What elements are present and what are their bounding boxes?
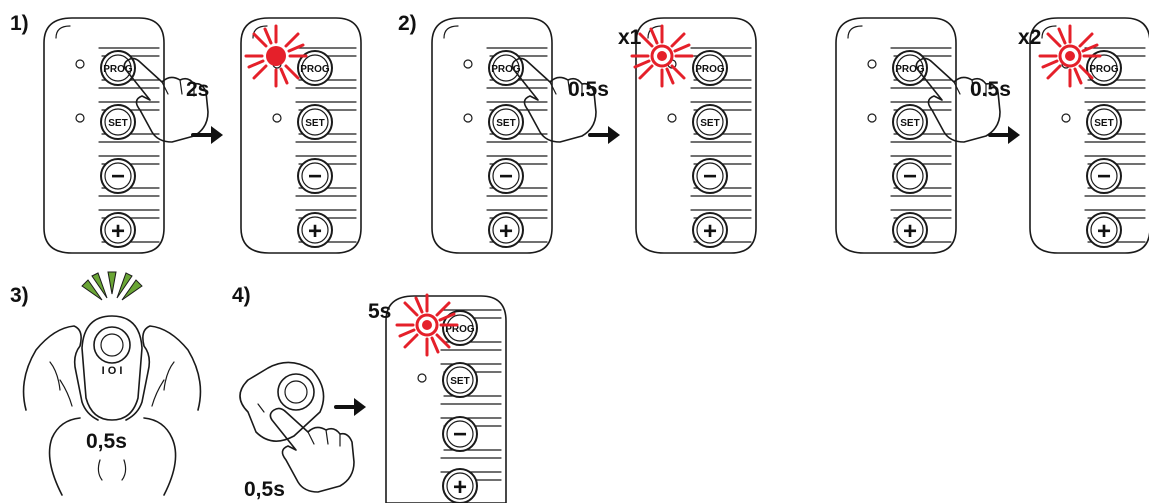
prog-button: PROG: [491, 64, 521, 75]
led-blink-icon: [395, 293, 459, 357]
arrow-right-icon: [588, 124, 622, 146]
set-button: SET: [305, 118, 324, 129]
minus-button: −: [703, 163, 717, 190]
arrow-right-icon: [191, 124, 225, 146]
minus-button: −: [1097, 163, 1111, 190]
prog-button: PROG: [1089, 64, 1119, 75]
minus-button: −: [111, 163, 125, 190]
minus-button: −: [499, 163, 513, 190]
step-2: 2) PROG SET − + 0.5s PROG SET − + x1 PRO…: [398, 12, 1149, 254]
set-button: SET: [496, 118, 515, 129]
plus-button: +: [703, 218, 717, 245]
hands-holding-remote-icon: I O I: [22, 315, 202, 496]
prog-button: PROG: [300, 64, 330, 75]
step-4-number: 4): [232, 284, 251, 307]
press-duration-3: 0,5s: [86, 430, 127, 453]
press-duration-2a: 0.5s: [568, 78, 609, 101]
blink-count-2: x2: [1018, 26, 1041, 49]
press-duration-2b: 0.5s: [970, 78, 1011, 101]
prog-button: PROG: [445, 324, 475, 335]
plus-button: +: [903, 218, 917, 245]
panel-2a: PROG SET − +: [431, 17, 553, 254]
remote-press-icon: [239, 361, 325, 442]
panel-2c: PROG SET − +: [835, 17, 957, 254]
step-3: 3) I O I: [10, 271, 202, 496]
step-2-number: 2): [398, 12, 417, 35]
prog-button: PROG: [695, 64, 725, 75]
plus-button: +: [453, 474, 467, 501]
remote-signal-icon: [81, 271, 143, 301]
prog-button: PROG: [895, 64, 925, 75]
plus-button: +: [308, 218, 322, 245]
panel-1a: PROG SET − +: [43, 17, 165, 254]
set-button: SET: [108, 118, 127, 129]
led-duration-4: 5s: [368, 300, 391, 323]
plus-button: +: [111, 218, 125, 245]
plus-button: +: [499, 218, 513, 245]
step-1: 1) PROG SET − + 2s PROG SET − +: [10, 12, 362, 254]
minus-button: −: [903, 163, 917, 190]
set-button: SET: [900, 118, 919, 129]
prog-button: PROG: [103, 64, 133, 75]
step-4: 4) 0,5s: [232, 284, 507, 503]
step-3-number: 3): [10, 284, 29, 307]
set-button: SET: [1094, 118, 1113, 129]
set-button: SET: [450, 376, 469, 387]
panel-2b: PROG SET − +: [635, 17, 757, 254]
arrow-right-icon: [334, 396, 368, 418]
led-on-icon: [244, 24, 308, 88]
minus-button: −: [308, 163, 322, 190]
panel-4: PROG SET − +: [385, 295, 507, 503]
plus-button: +: [1097, 218, 1111, 245]
remote-mark: I O I: [102, 365, 123, 377]
minus-button: −: [453, 421, 467, 448]
press-duration-4: 0,5s: [244, 478, 285, 501]
led-blink-icon: [1038, 24, 1102, 88]
panel-2d: PROG SET − +: [1029, 17, 1149, 254]
set-button: SET: [700, 118, 719, 129]
panel-1b: PROG SET − +: [240, 17, 362, 254]
step-1-number: 1): [10, 12, 29, 35]
blink-count-1: x1: [618, 26, 642, 49]
press-duration-1: 2s: [186, 78, 209, 101]
